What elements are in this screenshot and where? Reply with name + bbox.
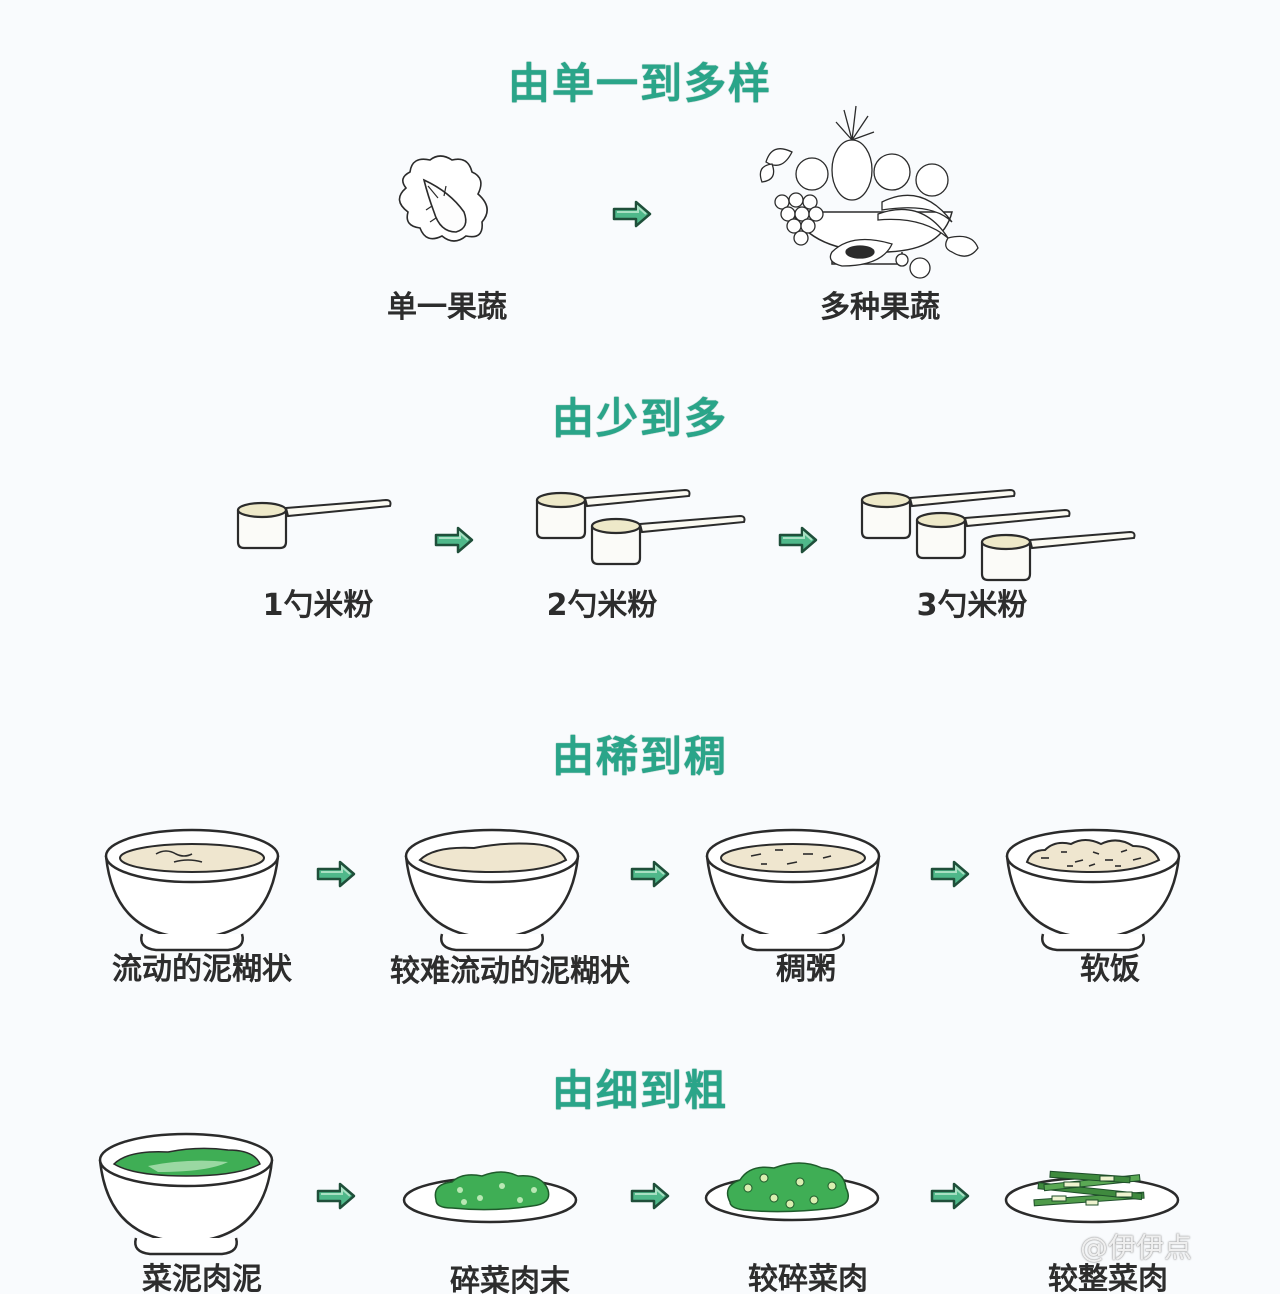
bowl-thin-puree-icon — [104, 826, 284, 960]
watermark: @伊伊点 — [1080, 1231, 1193, 1264]
arrow-right-icon — [316, 860, 358, 892]
item-label-2-scoop: 2勺米粉 — [546, 588, 658, 623]
item-label-3-scoop: 3勺米粉 — [916, 588, 1028, 623]
arrow-right-icon — [612, 200, 654, 232]
arrow-right-icon — [434, 526, 476, 558]
arrow-right-icon — [930, 860, 972, 892]
section-title-variety: 由单一到多样 — [507, 59, 772, 108]
plate-chopped-icon — [704, 1158, 884, 1234]
cabbage-icon — [390, 152, 500, 248]
plate-whole-icon — [1004, 1160, 1184, 1234]
item-label-whole: 较整菜肉 — [1048, 1262, 1168, 1294]
item-label-congee: 稠粥 — [776, 952, 836, 987]
plate-minced-icon — [402, 1160, 582, 1234]
bowl-veg-puree-icon — [98, 1130, 278, 1264]
item-label-chopped: 较碎菜肉 — [748, 1262, 868, 1294]
scoop-1-icon — [236, 492, 396, 558]
item-label-1-scoop: 1勺米粉 — [262, 588, 374, 623]
arrow-right-icon — [316, 1182, 358, 1214]
fruit-basket-icon — [752, 102, 984, 286]
bowl-soft-rice-icon — [1005, 826, 1185, 960]
item-label-minced: 碎菜肉末 — [450, 1264, 570, 1294]
section-title-texture: 由细到粗 — [551, 1066, 728, 1115]
arrow-right-icon — [778, 526, 820, 558]
bowl-thick-puree-icon — [404, 826, 584, 960]
item-label-veg-meat-puree: 菜泥肉泥 — [142, 1262, 262, 1294]
item-label-multiple-produce: 多种果蔬 — [820, 290, 940, 325]
item-label-single-produce: 单一果蔬 — [387, 290, 507, 325]
scoop-3-icon — [860, 482, 1140, 596]
scoop-2-icon — [535, 482, 750, 576]
arrow-right-icon — [630, 860, 672, 892]
bowl-congee-icon — [705, 826, 885, 960]
section-title-quantity: 由少到多 — [551, 394, 728, 443]
arrow-right-icon — [630, 1182, 672, 1214]
arrow-right-icon — [930, 1182, 972, 1214]
section-title-consistency: 由稀到稠 — [551, 732, 728, 781]
item-label-soft-rice: 软饭 — [1080, 952, 1140, 987]
item-label-thick-puree: 较难流动的泥糊状 — [390, 954, 630, 989]
item-label-flowing-puree: 流动的泥糊状 — [112, 952, 292, 987]
